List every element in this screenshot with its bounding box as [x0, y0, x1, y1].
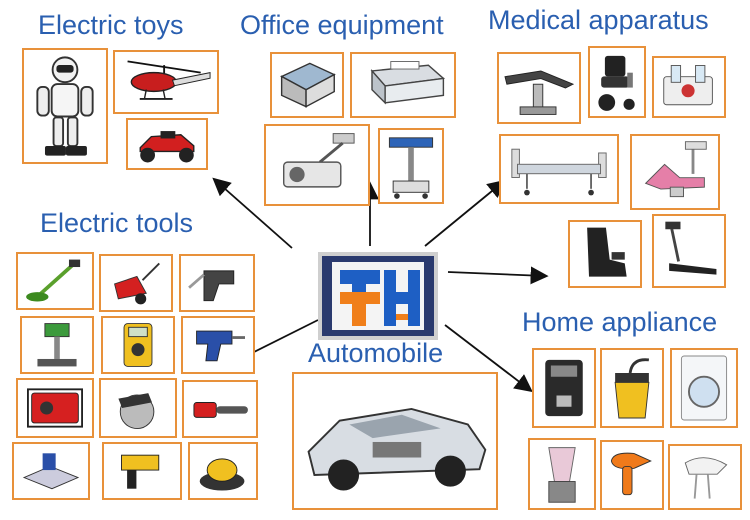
- tile-car-cutaway: [292, 372, 498, 510]
- massage-chair-icon: [587, 227, 627, 277]
- tile-lift-table: [378, 128, 444, 204]
- tile-trimmer: [16, 252, 94, 310]
- projector-icon: [282, 133, 355, 188]
- power-wheelchair-icon: [598, 55, 635, 111]
- vacuum-cleaner-icon: [614, 358, 650, 419]
- generator-icon: [27, 388, 83, 428]
- lift-table-icon: [388, 137, 434, 199]
- printer-icon: [370, 61, 446, 105]
- tile-hair-dryer: [600, 440, 664, 510]
- suction-unit-icon: [663, 65, 713, 106]
- multimeter-icon: [123, 323, 153, 367]
- tile-hospital-bed: [499, 134, 619, 204]
- tile-soldering-gun: [179, 254, 255, 312]
- hospital-bed-icon: [511, 148, 607, 196]
- company-logo: [318, 252, 438, 340]
- treadmill-icon: [665, 221, 717, 275]
- tile-chainsaw: [182, 380, 258, 438]
- tile-hand-mixer: [668, 444, 742, 510]
- tile-drill-press: [20, 316, 94, 374]
- tile-cordless-drill: [181, 316, 255, 374]
- coffee-machine-icon: [545, 359, 583, 417]
- scanner-icon: [280, 62, 336, 108]
- tile-helicopter: [113, 50, 219, 114]
- tile-coffee-machine: [532, 348, 596, 428]
- tile-projector: [264, 124, 370, 206]
- tile-surgical-table: [497, 52, 581, 124]
- trimmer-icon: [26, 259, 81, 302]
- tile-power-wheelchair: [588, 46, 646, 118]
- tile-circular-saw: [99, 378, 177, 438]
- tile-scanner: [270, 52, 344, 118]
- snow-blower-icon: [114, 262, 160, 305]
- nail-gun-icon: [121, 454, 160, 489]
- tile-rc-car: [126, 118, 208, 170]
- tile-tile-cutter: [12, 442, 90, 500]
- arrow-to-treadmill: [447, 266, 549, 285]
- cordless-drill-icon: [196, 330, 245, 362]
- blender-icon: [548, 447, 576, 503]
- heading-home-appliance: Home appliance: [522, 307, 718, 337]
- tile-cutter-icon: [22, 453, 80, 490]
- company-logo-icon: [332, 262, 424, 330]
- tile-treadmill: [652, 214, 726, 288]
- arrow-to-medical: [424, 179, 506, 247]
- heading-medical-apparatus: Medical apparatus: [488, 5, 709, 35]
- rc-car-icon: [139, 131, 195, 163]
- soldering-gun-icon: [188, 270, 235, 302]
- dental-chair-icon: [644, 141, 707, 198]
- tile-printer: [350, 52, 456, 118]
- heading-electric-toys: Electric toys: [38, 10, 184, 40]
- heading-office-equipment: Office equipment: [240, 10, 444, 40]
- hand-mixer-icon: [684, 457, 728, 499]
- surgical-table-icon: [504, 70, 575, 115]
- tile-dental-chair: [630, 134, 720, 210]
- tile-snow-blower: [99, 254, 173, 312]
- tile-generator: [16, 378, 94, 438]
- arrow-to-toys: [212, 177, 293, 249]
- circular-saw-icon: [118, 393, 155, 429]
- tile-multimeter: [101, 316, 175, 374]
- car-cutaway-icon: [307, 407, 487, 491]
- tile-vacuum-cleaner: [600, 348, 664, 428]
- tile-robot: [22, 48, 108, 164]
- heading-automobile: Automobile: [308, 338, 444, 368]
- tile-blender: [528, 438, 596, 510]
- arrow-to-home: [444, 324, 533, 393]
- heading-electric-tools: Electric tools: [40, 208, 194, 238]
- washing-machine-icon: [680, 355, 728, 421]
- orbital-sander-icon: [199, 458, 245, 491]
- drill-press-icon: [37, 323, 77, 367]
- tile-orbital-sander: [188, 442, 258, 500]
- helicopter-icon: [127, 60, 211, 100]
- tile-washing-machine: [670, 348, 738, 428]
- hair-dryer-icon: [610, 452, 652, 496]
- robot-icon: [36, 56, 94, 156]
- tile-suction-unit: [652, 56, 726, 118]
- tile-massage-chair: [568, 220, 642, 288]
- tile-nail-gun: [102, 442, 182, 500]
- chainsaw-icon: [193, 402, 248, 418]
